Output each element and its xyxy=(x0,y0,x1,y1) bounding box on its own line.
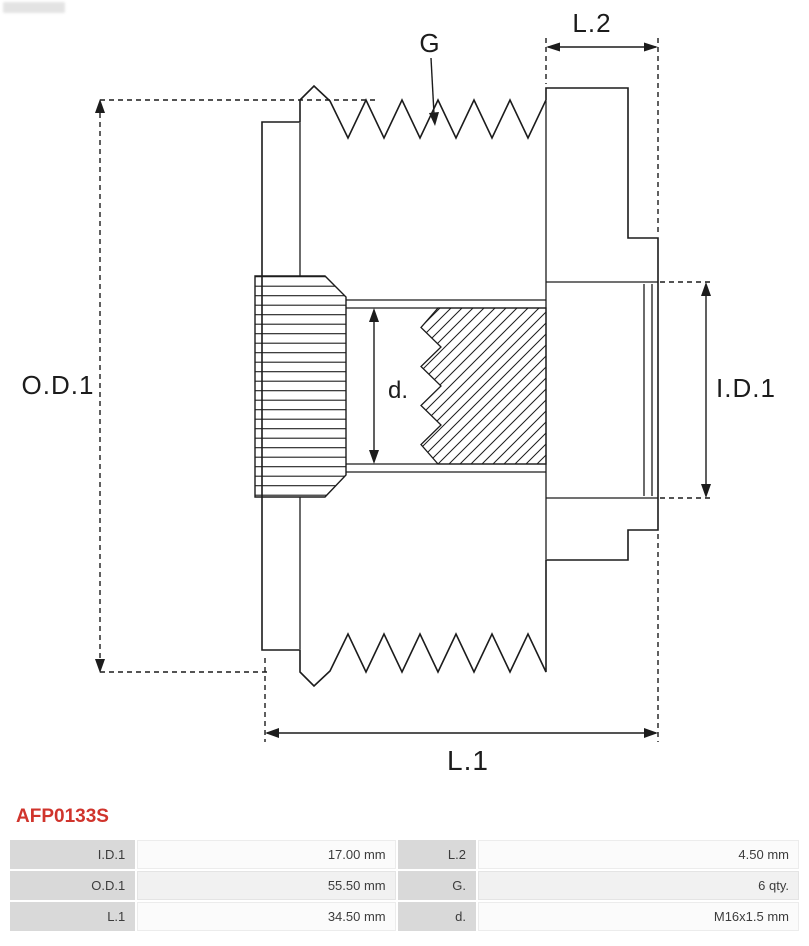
spec-value: 34.50 mm xyxy=(137,902,396,931)
pulley-diagram-svg: O.D.1 L.2 G I.D.1 d. L.1 xyxy=(22,8,776,776)
technical-drawing: O.D.1 L.2 G I.D.1 d. L.1 xyxy=(22,8,776,776)
id1-arrow-up xyxy=(701,282,711,296)
knurled-hub xyxy=(254,275,347,498)
spec-key: d. xyxy=(397,902,476,931)
spec-value: M16x1.5 mm xyxy=(477,902,799,931)
id1-label: I.D.1 xyxy=(716,373,776,403)
dim-l2 xyxy=(545,38,659,234)
pulley-body xyxy=(254,84,659,688)
spec-row: O.D.1 55.50 mm G. 6 qty. xyxy=(10,871,799,900)
l1-arrow-left xyxy=(265,728,279,738)
product-code: AFP0133S xyxy=(16,806,109,827)
spec-value: 17.00 mm xyxy=(137,840,396,869)
od1-arrow-down xyxy=(95,659,105,673)
g-label: G xyxy=(419,28,440,58)
l1-label: L.1 xyxy=(447,745,489,776)
id1-arrow-down xyxy=(701,484,711,498)
dim-id1 xyxy=(660,281,712,499)
spec-value: 6 qty. xyxy=(477,871,799,900)
g-leader-arrow xyxy=(429,112,439,126)
spec-key: I.D.1 xyxy=(10,840,136,869)
od1-label: O.D.1 xyxy=(22,370,95,400)
spec-key: L.1 xyxy=(10,902,136,931)
l2-label: L.2 xyxy=(572,8,611,38)
od1-arrow-up xyxy=(95,99,105,113)
g-leader-line xyxy=(430,57,435,115)
spec-value: 55.50 mm xyxy=(137,871,396,900)
spec-key: O.D.1 xyxy=(10,871,136,900)
l2-arrow-right xyxy=(644,42,658,52)
spec-key: L.2 xyxy=(397,840,476,869)
l2-arrow-left xyxy=(546,42,560,52)
d-label: d. xyxy=(388,377,408,404)
spec-key: G. xyxy=(397,871,476,900)
threaded-bore xyxy=(420,307,547,465)
corner-watermark xyxy=(3,2,65,13)
dim-od1 xyxy=(99,99,378,673)
d-arrow-up xyxy=(369,308,379,322)
spec-table: I.D.1 17.00 mm L.2 4.50 mm O.D.1 55.50 m… xyxy=(8,838,801,933)
spec-row: L.1 34.50 mm d. M16x1.5 mm xyxy=(10,902,799,931)
pulley-outline xyxy=(261,84,659,688)
d-arrow-down xyxy=(369,450,379,464)
dim-l1 xyxy=(264,534,659,742)
l1-arrow-right xyxy=(644,728,658,738)
spec-row: I.D.1 17.00 mm L.2 4.50 mm xyxy=(10,840,799,869)
spec-value: 4.50 mm xyxy=(477,840,799,869)
